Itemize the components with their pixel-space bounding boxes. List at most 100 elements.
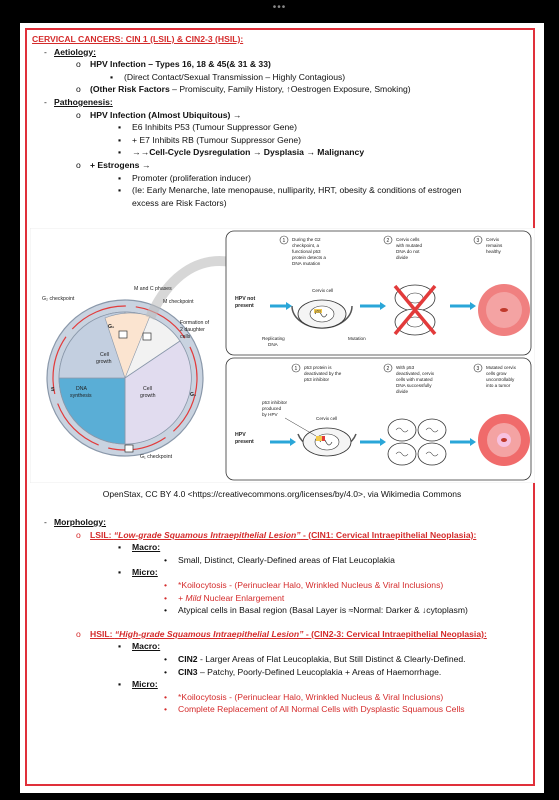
top-step2-l4: divide [396, 255, 408, 260]
figure-credit: OpenStax, CC BY 4.0 <https://creativecom… [102, 489, 462, 499]
hsil-rest: - (CIN2-3: Cervical Intraepithelial Neop… [303, 628, 487, 639]
bottom-step3-l2: cells grow [486, 371, 507, 376]
list-item: ▪ Macro: [118, 542, 161, 553]
hpv-present-l1: HPV [235, 432, 246, 438]
estrogens-text: + Estrogens → [90, 159, 151, 170]
lsil-micro-1: *Koilocytosis - (Perinuclear Halo, Wrink… [178, 579, 444, 590]
hpv-not-present-l1: HPV not [235, 296, 255, 302]
lsil-macro-1: Small, Distinct, Clearly-Defined areas o… [178, 554, 395, 565]
num-1: 1 [283, 238, 286, 244]
cin3-label: CIN3 [178, 666, 198, 677]
other-risk-text: – Promiscuity, Family History, ↑Oestroge… [169, 84, 411, 95]
list-item: ▪ (Ie: Early Menarche, late menopause, n… [118, 185, 462, 196]
list-item: o HPV Infection – Types 16, 18 & 45(& 31… [76, 59, 271, 70]
top-step1-l3: functional p53 [292, 249, 321, 254]
top-step2-l1: Cervix cells [396, 237, 420, 242]
page-title: CERVICAL CANCERS: CIN 1 (LSIL) & CIN2-3 … [32, 34, 244, 44]
formation-label-3: cells [180, 334, 191, 340]
top-step1-l1: During the G2 [292, 237, 321, 242]
num-2: 2 [387, 238, 390, 244]
m-checkpoint-label: M checkpoint [163, 299, 194, 305]
bottom-step3-l1: Mutated cervix [486, 365, 517, 370]
aetiology-hpv-sub: (Direct Contact/Sexual Transmission – Hi… [124, 71, 346, 82]
aetiology-heading: Aetiology: [54, 46, 97, 57]
bottom-step2-l2: deactivated, cervix [396, 371, 435, 376]
pathogenesis-heading: Pathogenesis: [54, 96, 113, 107]
lsil-macro-label: Macro: [132, 542, 161, 553]
g2-checkpoint-label: G₂ checkpoint [42, 296, 75, 302]
list-item: o + Estrogens → [76, 159, 151, 170]
list-item: ▪ Promoter (proliferation inducer) [118, 172, 251, 183]
top-step3-l3: healthy [486, 249, 502, 254]
formation-label-1: Formation of [180, 320, 210, 326]
list-item: o HPV Infection (Almost Ubiquitous) → [76, 109, 242, 120]
cell-growth-right-2: growth [140, 393, 156, 399]
list-item: excess are Risk Factors) [32, 197, 522, 210]
dna-label-2: synthesis [70, 393, 92, 399]
lsil-name: “Low-grade Squamous Intraepithelial Lesi… [113, 529, 301, 540]
p53-tag: p53 [315, 310, 321, 314]
hsil-heading: o HSIL: “High-grade Squamous Intraepithe… [76, 628, 487, 639]
mutation-label: Mutation [348, 336, 366, 341]
list-item: • Small, Distinct, Clearly-Defined areas… [164, 554, 395, 565]
hsil-macro-1: - Larger Areas of Flat Leucoplakia, But … [197, 653, 466, 664]
list-item: • *Koilocytosis - (Perinuclear Halo, Wri… [164, 691, 444, 702]
cell-cycle-figure: M and C phases G₂ checkpoint M checkpoin… [30, 228, 535, 483]
inhibitor-l2: produced [262, 406, 282, 411]
hsil-macro-label: Macro: [132, 641, 161, 652]
s-label: S [51, 387, 55, 393]
hsil-micro-2: Complete Replacement of All Normal Cells… [178, 704, 465, 715]
inhibitor-l1: p53 inhibitor [262, 400, 287, 405]
replicating-dna-l1: Replicating [262, 336, 285, 341]
risk-factors-line1: (Ie: Early Menarche, late menopause, nul… [132, 185, 462, 196]
promoter-text: Promoter (proliferation inducer) [132, 172, 251, 183]
risk-factors-line2: excess are Risk Factors) [132, 197, 227, 208]
cycle-labels: M and C phases G₂ checkpoint M checkpoin… [42, 286, 210, 460]
notes-top: CERVICAL CANCERS: CIN 1 (LSIL) & CIN2-3 … [32, 33, 522, 209]
bottom-step1-l1: p53 protein is [304, 365, 332, 370]
hsil-micro-1: *Koilocytosis - (Perinuclear Halo, Wrink… [178, 691, 444, 702]
replicating-dna-l2: DNA [268, 342, 279, 347]
pathogenesis-hpv: HPV Infection (Almost Ubiquitous) → [90, 109, 242, 120]
other-risk-label: (Other Risk Factors [90, 84, 170, 95]
lsil-micro-3: Atypical cells in Basal region (Basal La… [178, 605, 468, 616]
no-division-illustration [393, 284, 437, 336]
lsil-micro-2-em: + Mild [178, 592, 202, 603]
panel-bottom-labels: 1 p53 protein is deactivated by the p53 … [235, 363, 517, 445]
tumor-cervix [478, 414, 530, 466]
bottom-cervix-cell-label: Cervix cell [316, 416, 337, 421]
top-step1-l2: checkpoint, a [292, 243, 320, 248]
aetiology-row: - Aetiology: [44, 46, 97, 57]
num-3-bottom: 3 [477, 366, 480, 372]
lsil-heading: o LSIL: “Low-grade Squamous Intraepithel… [76, 529, 477, 540]
dividing-cells-illustration [387, 418, 447, 466]
formation-label-2: 2 daughter [180, 327, 205, 333]
bottom-cell-illustration [284, 417, 357, 457]
bottom-step2-l5: divide [396, 389, 408, 394]
top-step1-l4: protein detects a [292, 255, 326, 260]
num-2-bottom: 2 [387, 366, 390, 372]
window-drag-handle[interactable]: ••• [272, 2, 287, 13]
list-item: o (Other Risk Factors – Promiscuity, Fam… [76, 84, 411, 95]
top-cervix-cell-label: Cervix cell [312, 288, 333, 293]
list-item: ▪ Micro: [118, 679, 158, 690]
morphology-heading: Morphology: [54, 517, 107, 527]
list-item: ▪ Micro: [118, 567, 158, 578]
lsil-abbr: LSIL: [90, 529, 114, 540]
list-item: • Atypical cells in Basal region (Basal … [164, 605, 468, 616]
g1-checkpoint-label: G₁ checkpoint [140, 454, 173, 460]
healthy-cervix [478, 284, 530, 336]
top-cell-illustration: p53 [291, 299, 353, 329]
mc-phases-label: M and C phases [134, 286, 172, 292]
list-item: ▪ + E7 Inhibits RB (Tumour Suppressor Ge… [118, 134, 302, 145]
aetiology-hpv: HPV Infection – Types 16, 18 & 45(& 31 &… [90, 59, 271, 70]
num-1-bottom: 1 [295, 366, 298, 372]
list-item: ▪ E6 Inhibits P53 (Tumour Suppressor Gen… [118, 122, 297, 133]
list-item: • *Koilocytosis - (Perinuclear Halo, Wri… [164, 579, 444, 590]
g1-label: G₁ [190, 392, 196, 398]
cell-growth-top-1: Cell [100, 352, 109, 358]
panel-bottom [225, 357, 532, 481]
list-item: • + Mild Nuclear Enlargement [164, 592, 285, 603]
hsil-micro-label: Micro: [132, 679, 158, 690]
hpv-not-present-l2: present [235, 303, 254, 309]
